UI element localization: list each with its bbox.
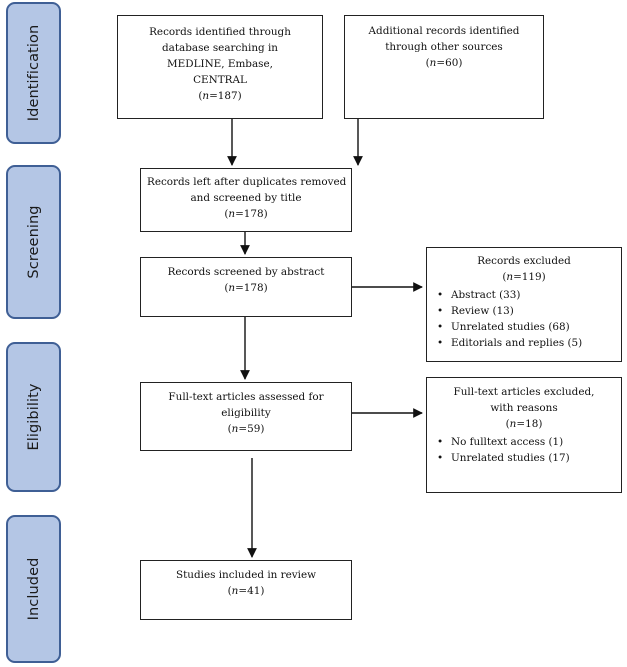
other-sources-line: Additional records identified [368,25,520,37]
records-excluded-heading: Records excluded [477,255,571,267]
phase-screening: Screening [6,165,61,319]
duplicates-removed-line: and screened by title [190,192,302,204]
abstract-screen-box: Records screened by abstract (n=178) [140,257,352,317]
db-search-line: database searching in [162,42,278,54]
studies-included-count: (n=41) [227,585,265,597]
abstract-screen-line: Records screened by abstract [167,266,325,278]
fulltext-assessed-box: Full-text articles assessed for eligibil… [140,382,352,451]
studies-included-line: Studies included in review [175,569,317,581]
fulltext-assessed-count: (n=59) [227,423,265,435]
duplicates-removed-line: Records left after duplicates removed [147,176,347,188]
fulltext-excluded-list: No fulltext access (1) Unrelated studies… [435,434,613,466]
list-item: Editorials and replies (5) [435,335,613,351]
abstract-screen-count: (n=178) [224,282,268,294]
phase-identification: Identification [6,2,61,144]
db-search-box: Records identified through database sear… [117,15,323,119]
list-item: Unrelated studies (17) [435,450,613,466]
records-excluded-list: Abstract (33) Review (13) Unrelated stud… [435,287,613,351]
records-excluded-count: (n=119) [502,271,546,283]
fulltext-excluded-heading: Full-text articles excluded, [453,386,595,398]
fulltext-excluded-count: (n=18) [505,418,543,430]
list-item: Unrelated studies (68) [435,319,613,335]
phase-eligibility: Eligibility [6,342,61,492]
db-search-line: Records identified through [149,26,291,38]
db-search-line: CENTRAL [193,74,247,86]
fulltext-assessed-line: Full-text articles assessed for [168,391,324,403]
other-sources-box: Additional records identified through ot… [344,15,544,119]
phase-included: Included [6,515,61,663]
studies-included-box: Studies included in review (n=41) [140,560,352,620]
records-excluded-box: Records excluded (n=119) Abstract (33) R… [426,247,622,362]
other-sources-line: through other sources [385,41,503,53]
duplicates-removed-count: (n=178) [224,208,268,220]
fulltext-assessed-line: eligibility [221,407,271,419]
list-item: Abstract (33) [435,287,613,303]
other-sources-count: (n=60) [425,57,463,69]
fulltext-excluded-heading: with reasons [490,402,558,414]
list-item: No fulltext access (1) [435,434,613,450]
db-search-count: (n=187) [198,90,242,102]
fulltext-excluded-box: Full-text articles excluded, with reason… [426,377,622,493]
list-item: Review (13) [435,303,613,319]
db-search-line: MEDLINE, Embase, [167,58,273,70]
duplicates-removed-box: Records left after duplicates removed an… [140,168,352,232]
